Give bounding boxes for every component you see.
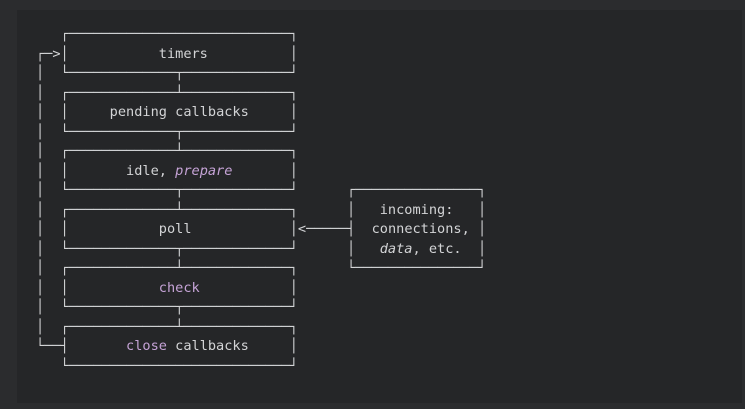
- diagram-line: ┌───────────────────────────┐: [36, 25, 486, 45]
- label-poll: poll: [158, 221, 192, 237]
- incoming-arrow: │<─────┤: [191, 221, 372, 237]
- box-drawing: │ ┌─────────────┴─────────────┐ └───────…: [36, 260, 487, 276]
- diagram-line: │ │ pending callbacks │: [36, 103, 486, 123]
- box-drawing: │: [199, 279, 298, 296]
- diagram-line: │ ┌─────────────┴─────────────┐: [36, 142, 486, 162]
- box-drawing: │ ┌─────────────┴─────────────┐: [36, 318, 298, 335]
- diagram-line: │ └─────────────┬─────────────┘: [36, 123, 486, 143]
- label-check: check: [158, 279, 200, 296]
- box-drawing: │: [453, 201, 487, 218]
- label-close: close: [126, 338, 167, 354]
- box-drawing: │: [248, 104, 298, 120]
- box-drawing: │ ┌─────────────┴─────────────┐ │: [36, 201, 380, 218]
- loop-entry-arrow: ┌─>│: [36, 45, 159, 62]
- box-drawing: │: [232, 162, 298, 179]
- code-block: ┌───────────────────────────┐ ┌─>│ timers…: [17, 10, 742, 403]
- label-incoming: incoming:: [379, 201, 454, 218]
- diagram-line: ┌─>│ timers │: [36, 45, 486, 65]
- box-drawing: └───────────────────────────┘: [36, 357, 298, 374]
- box-drawing: , etc. │: [412, 240, 487, 257]
- box-drawing: │: [207, 45, 298, 62]
- label-connections: connections,: [371, 221, 470, 237]
- box-drawing: │ └─────────────┬─────────────┘: [36, 299, 298, 315]
- box-drawing: callbacks │: [166, 338, 298, 354]
- diagram-line: │ ┌─────────────┴─────────────┐ │ incomi…: [36, 201, 486, 221]
- box-drawing: │ ┌─────────────┴─────────────┐: [36, 84, 298, 101]
- box-drawing: │ └─────────────┬─────────────┘ ┌───────…: [36, 182, 487, 198]
- label-timers: timers: [158, 45, 208, 62]
- label-pending-callbacks: pending callbacks: [109, 104, 249, 120]
- diagram-line: │ └─────────────┬─────────────┘: [36, 298, 486, 318]
- diagram-line: └───────────────────────────┘: [36, 357, 486, 377]
- diagram-line: │ ┌─────────────┴─────────────┐ └───────…: [36, 259, 486, 279]
- box-drawing: │ ┌─────────────┴─────────────┐: [36, 143, 298, 159]
- label-idle: idle,: [126, 162, 176, 179]
- box-drawing: │ │: [36, 221, 159, 237]
- box-drawing: │ │: [36, 162, 127, 179]
- diagram-line: └──┤ close callbacks │: [36, 337, 486, 357]
- box-drawing: │ └─────────────┬─────────────┘ │: [36, 240, 380, 257]
- diagram-line: │ │ poll │<─────┤ connections, │: [36, 220, 486, 240]
- label-data: data: [379, 240, 413, 257]
- box-drawing: ┌───────────────────────────┐: [36, 26, 298, 42]
- diagram-line: │ └─────────────┬─────────────┘: [36, 64, 486, 84]
- diagram-line: │ │ check │: [36, 279, 486, 299]
- box-drawing: │ │: [36, 279, 159, 296]
- diagram-line: │ └─────────────┬─────────────┘ ┌───────…: [36, 181, 486, 201]
- diagram-line: │ └─────────────┬─────────────┘ │ data, …: [36, 240, 486, 260]
- loop-return-arrow: └──┤: [36, 338, 127, 354]
- box-drawing: │ │: [36, 104, 110, 120]
- box-drawing: │ └─────────────┬─────────────┘: [36, 123, 298, 140]
- label-prepare: prepare: [175, 162, 233, 179]
- diagram-line: │ ┌─────────────┴─────────────┐: [36, 84, 486, 104]
- box-drawing: │ └─────────────┬─────────────┘: [36, 65, 298, 81]
- box-drawing: │: [469, 221, 487, 237]
- ascii-diagram: ┌───────────────────────────┐ ┌─>│ timers…: [36, 25, 486, 376]
- diagram-line: │ ┌─────────────┴─────────────┐: [36, 318, 486, 338]
- diagram-line: │ │ idle, prepare │: [36, 162, 486, 182]
